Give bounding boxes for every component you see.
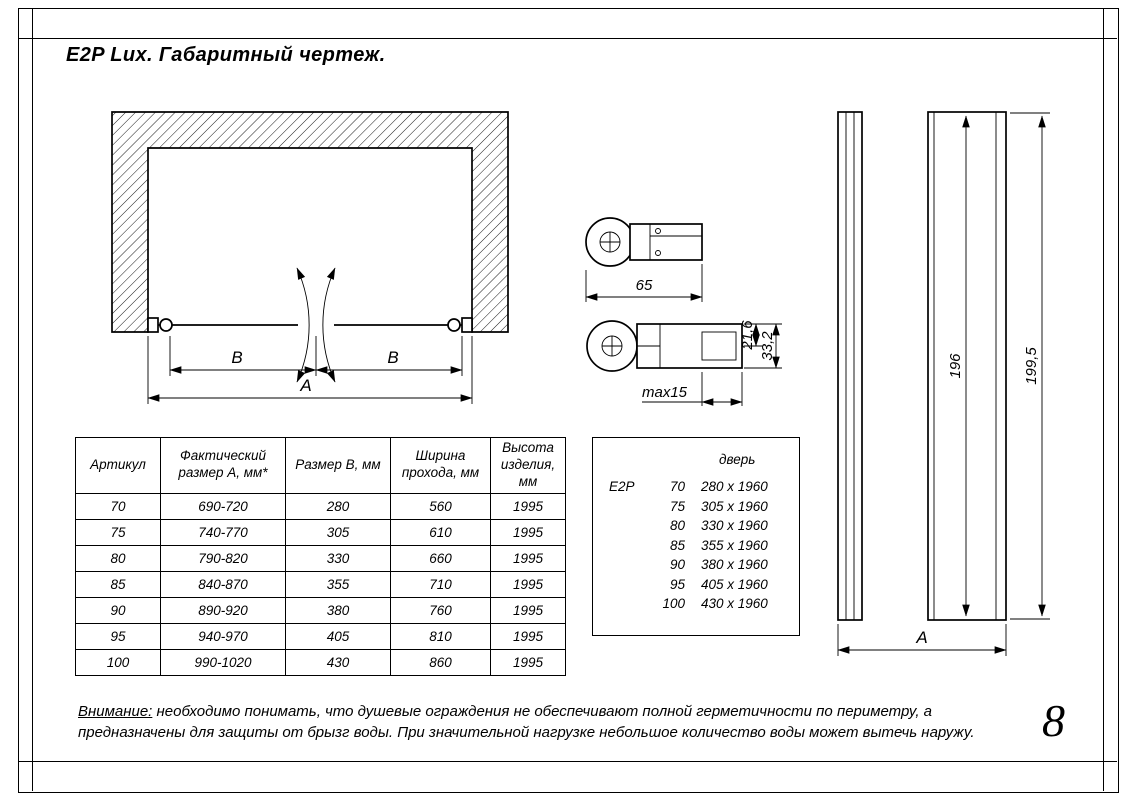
table-cell: 1995 bbox=[490, 492, 566, 520]
table-cell: 305 bbox=[285, 518, 391, 546]
table-row: 70 690-720 280 560 1995 bbox=[75, 492, 566, 520]
door-row: E2P 70 280 x 1960 bbox=[593, 477, 799, 497]
table-row: 75 740-770 305 610 1995 bbox=[75, 518, 566, 546]
table-cell: 1995 bbox=[490, 596, 566, 624]
table-cell: 690-720 bbox=[160, 492, 286, 520]
door-table-title: дверь bbox=[719, 452, 756, 467]
door-size: 85 bbox=[669, 537, 685, 553]
door-row: 90 380 x 1960 bbox=[593, 555, 799, 575]
column-header-height: Высота изделия, мм bbox=[490, 437, 566, 494]
table-cell: 860 bbox=[390, 648, 491, 676]
table-cell: 90 bbox=[75, 596, 161, 624]
door-size: 90 bbox=[669, 557, 685, 573]
table-cell: 280 bbox=[285, 492, 391, 520]
door-size: 80 bbox=[669, 518, 685, 534]
table-row: 95 940-970 405 810 1995 bbox=[75, 622, 566, 650]
door-row: 85 355 x 1960 bbox=[593, 536, 799, 556]
table-cell: 810 bbox=[390, 622, 491, 650]
table-cell: 1995 bbox=[490, 518, 566, 546]
size-table-header-row: Артикул Фактический размер А, мм* Размер… bbox=[75, 437, 566, 494]
door-model: E2P bbox=[609, 479, 635, 495]
page-title: E2P Lux. Габаритный чертеж. bbox=[66, 44, 386, 66]
table-cell: 1995 bbox=[490, 622, 566, 650]
table-cell: 560 bbox=[390, 492, 491, 520]
column-header-size-a: Фактический размер А, мм* bbox=[160, 437, 286, 494]
size-table: Артикул Фактический размер А, мм* Размер… bbox=[75, 437, 566, 676]
table-cell: 70 bbox=[75, 492, 161, 520]
table-cell: 610 bbox=[390, 518, 491, 546]
table-cell: 405 bbox=[285, 622, 391, 650]
door-row: 100 430 x 1960 bbox=[593, 594, 799, 614]
table-cell: 1995 bbox=[490, 544, 566, 572]
table-cell: 355 bbox=[285, 570, 391, 598]
table-cell: 85 bbox=[75, 570, 161, 598]
table-cell: 790-820 bbox=[160, 544, 286, 572]
table-row: 85 840-870 355 710 1995 bbox=[75, 570, 566, 598]
table-cell: 100 bbox=[75, 648, 161, 676]
column-header-size-b: Размер В, мм bbox=[285, 437, 391, 494]
door-size: 95 bbox=[669, 576, 685, 592]
table-cell: 710 bbox=[390, 570, 491, 598]
door-size: 100 bbox=[662, 596, 685, 612]
warning-text: необходимо понимать, что душевые огражде… bbox=[78, 703, 975, 741]
column-header-article: Артикул bbox=[75, 437, 161, 494]
door-dims: 405 x 1960 bbox=[701, 576, 768, 592]
door-size-table: дверь E2P 70 280 x 1960 75 305 x 1960 80… bbox=[592, 437, 800, 636]
door-size: 70 bbox=[669, 479, 685, 495]
table-cell: 940-970 bbox=[160, 622, 286, 650]
door-dims: 305 x 1960 bbox=[701, 498, 768, 514]
door-dims: 380 x 1960 bbox=[701, 557, 768, 573]
frame-line-top bbox=[18, 38, 1117, 40]
page-number: 8 bbox=[1042, 695, 1065, 746]
table-cell: 430 bbox=[285, 648, 391, 676]
sheet-border bbox=[18, 8, 1119, 793]
door-dims: 355 x 1960 bbox=[701, 537, 768, 553]
warning-label: Внимание: bbox=[78, 703, 153, 720]
door-dims: 330 x 1960 bbox=[701, 518, 768, 534]
table-cell: 1995 bbox=[490, 570, 566, 598]
frame-line-left bbox=[32, 8, 34, 791]
table-cell: 75 bbox=[75, 518, 161, 546]
frame-line-right bbox=[1103, 8, 1105, 791]
table-cell: 740-770 bbox=[160, 518, 286, 546]
table-row: 100 990-1020 430 860 1995 bbox=[75, 648, 566, 676]
table-cell: 990-1020 bbox=[160, 648, 286, 676]
table-cell: 760 bbox=[390, 596, 491, 624]
frame-line-bottom bbox=[18, 761, 1117, 763]
column-header-pass-width: Ширина прохода, мм bbox=[390, 437, 491, 494]
table-row: 90 890-920 380 760 1995 bbox=[75, 596, 566, 624]
warning-note: Внимание: необходимо понимать, что душев… bbox=[78, 701, 1023, 743]
door-dims: 430 x 1960 bbox=[701, 596, 768, 612]
door-size: 75 bbox=[669, 498, 685, 514]
table-cell: 840-870 bbox=[160, 570, 286, 598]
table-cell: 1995 bbox=[490, 648, 566, 676]
table-cell: 330 bbox=[285, 544, 391, 572]
table-cell: 890-920 bbox=[160, 596, 286, 624]
table-cell: 80 bbox=[75, 544, 161, 572]
table-cell: 660 bbox=[390, 544, 491, 572]
door-row: 95 405 x 1960 bbox=[593, 575, 799, 595]
door-dims: 280 x 1960 bbox=[701, 479, 768, 495]
door-row: 75 305 x 1960 bbox=[593, 497, 799, 517]
table-cell: 380 bbox=[285, 596, 391, 624]
table-row: 80 790-820 330 660 1995 bbox=[75, 544, 566, 572]
door-row: 80 330 x 1960 bbox=[593, 516, 799, 536]
table-cell: 95 bbox=[75, 622, 161, 650]
